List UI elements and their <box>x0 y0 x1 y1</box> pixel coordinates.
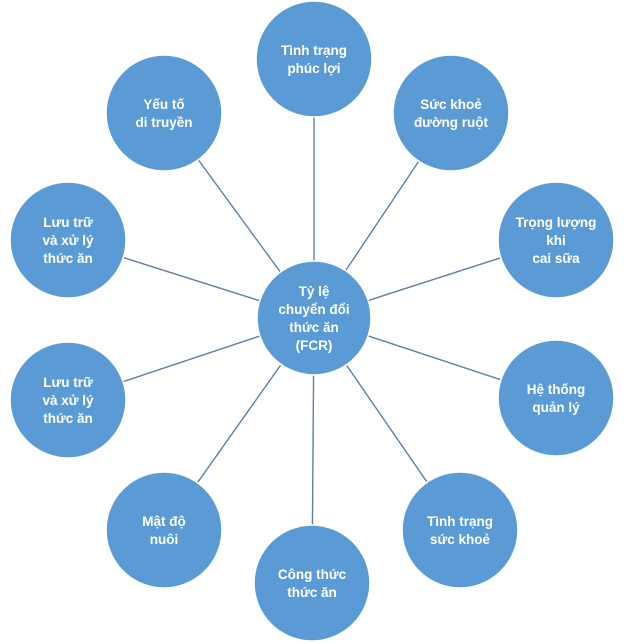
node-stocking-density-label-line: nuôi <box>150 532 179 547</box>
center-label-line: thức ăn <box>289 320 339 335</box>
node-welfare: Tình trạng phúc lợi <box>255 0 373 118</box>
center-label-line: chuyển đổi <box>278 302 349 317</box>
node-feed-storage-lower: Lưu trữ và xử lý thức ăn <box>9 341 127 459</box>
node-management-system-label: Hệ thống quản lý <box>527 382 586 415</box>
node-circle <box>497 339 615 457</box>
node-feed-formula-label-line: Công thức <box>278 567 347 582</box>
node-feed-storage-upper: Lưu trữ và xử lý thức ăn <box>9 181 127 299</box>
center-node: Tỷ lệ chuyển đổi thức ăn (FCR) <box>256 260 372 376</box>
node-health-status: Tình trạng sức khoẻ <box>401 471 519 589</box>
center-label: Tỷ lệ chuyển đổi thức ăn (FCR) <box>278 284 349 353</box>
node-circle <box>255 0 373 118</box>
node-weaning-weight-label: Trọng lượng khi cai sữa <box>516 215 597 266</box>
node-feed-storage-upper-label: Lưu trữ và xử lý thức ăn <box>42 215 94 266</box>
center-circle <box>256 260 372 376</box>
center-label-line: Tỷ lệ <box>299 284 330 299</box>
node-management-system-label-line: Hệ thống <box>527 382 586 397</box>
node-circle <box>105 471 223 589</box>
node-feed-storage-upper-label-line: và xử lý <box>42 233 94 248</box>
node-gut-health: Sức khoẻ đường ruột <box>392 54 510 172</box>
node-weaning-weight-label-line: Trọng lượng <box>516 215 597 230</box>
node-feed-formula-label: Công thức thức ăn <box>278 567 347 600</box>
node-gut-health-label-line: Sức khoẻ <box>420 97 482 112</box>
node-circle <box>253 524 371 642</box>
node-management-system: Hệ thống quản lý <box>497 339 615 457</box>
node-health-status-label: Tình trạng sức khoẻ <box>427 514 493 547</box>
node-feed-storage-lower-label-line: và xử lý <box>42 393 94 408</box>
node-health-status-label-line: Tình trạng <box>427 514 493 529</box>
node-feed-storage-lower-label-line: Lưu trữ <box>43 375 93 390</box>
node-feed-storage-upper-label-line: Lưu trữ <box>43 215 93 230</box>
node-management-system-label-line: quản lý <box>532 400 580 415</box>
node-feed-storage-upper-label-line: thức ăn <box>43 251 93 266</box>
node-circle <box>401 471 519 589</box>
node-genetics-label: Yếu tố di truyền <box>135 97 192 130</box>
node-feed-storage-lower-label: Lưu trữ và xử lý thức ăn <box>42 375 94 426</box>
node-gut-health-label-line: đường ruột <box>414 115 489 130</box>
node-feed-storage-lower-label-line: thức ăn <box>43 411 93 426</box>
node-circle <box>9 341 127 459</box>
node-health-status-label-line: sức khoẻ <box>430 532 491 547</box>
node-welfare-label: Tình trạng phúc lợi <box>281 43 347 76</box>
node-circle <box>392 54 510 172</box>
node-stocking-density-label-line: Mật độ <box>142 514 186 529</box>
node-genetics: Yếu tố di truyền <box>105 54 223 172</box>
node-circle <box>497 181 615 299</box>
node-weaning-weight-label-line: khi <box>546 233 566 248</box>
node-weaning-weight: Trọng lượng khi cai sữa <box>497 181 615 299</box>
node-weaning-weight-label-line: cai sữa <box>532 251 580 266</box>
node-gut-health-label: Sức khoẻ đường ruột <box>414 97 489 130</box>
node-circle <box>105 54 223 172</box>
node-welfare-label-line: Tình trạng <box>281 43 347 58</box>
center-label-line: (FCR) <box>296 338 333 353</box>
node-welfare-label-line: phúc lợi <box>287 61 340 76</box>
node-circle <box>9 181 127 299</box>
node-feed-formula: Công thức thức ăn <box>253 524 371 642</box>
node-stocking-density-label: Mật độ nuôi <box>142 514 186 547</box>
node-genetics-label-line: di truyền <box>135 115 192 130</box>
node-stocking-density: Mật độ nuôi <box>105 471 223 589</box>
node-genetics-label-line: Yếu tố <box>143 97 184 112</box>
node-feed-formula-label-line: thức ăn <box>287 585 337 600</box>
